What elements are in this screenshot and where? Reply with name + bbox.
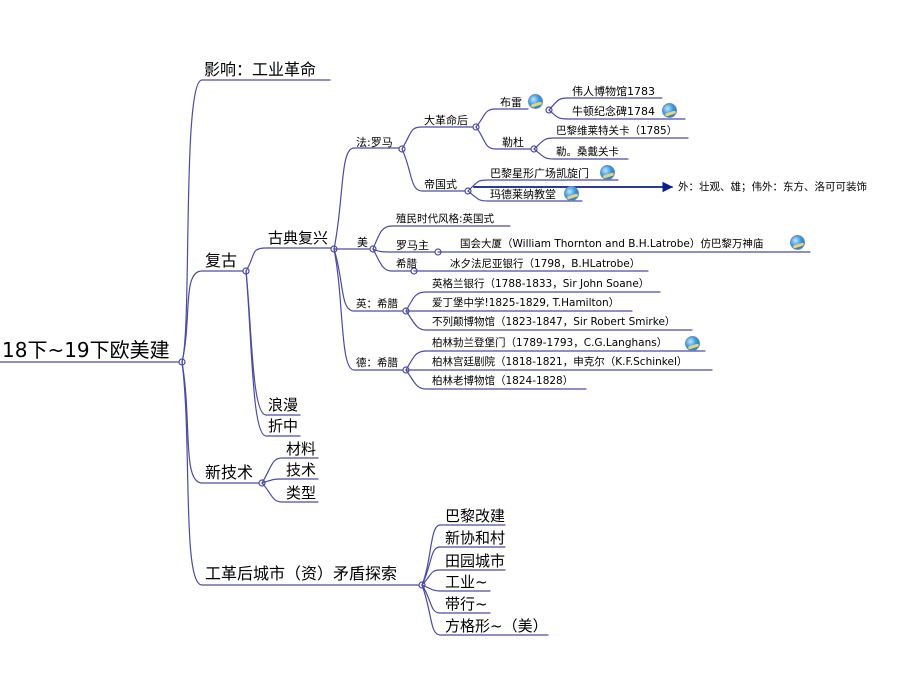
edge-bulei-niudun <box>548 109 686 120</box>
node-fangge[interactable]: 方格形~（美） <box>445 617 548 635</box>
edge-gongge-bali <box>421 524 506 586</box>
globe-icon[interactable] <box>528 94 543 109</box>
globe-icon[interactable] <box>662 103 677 118</box>
edge-diguo-kaixuan <box>467 179 619 192</box>
node-bulei[interactable]: 布雷 <box>500 96 522 109</box>
node-ying[interactable]: 英：希腊 <box>356 298 398 310</box>
node-bali-gai[interactable]: 巴黎改建 <box>445 507 506 525</box>
edge-xinjishu-jishu <box>261 478 319 484</box>
node-bulie[interactable]: 不列颠博物馆（1823-1847，Sir Robert Smirke） <box>432 316 676 328</box>
edge-ledu-bali-vil <box>533 137 689 150</box>
node-madelai[interactable]: 玛德莱纳教堂 <box>490 188 556 201</box>
edge-gudian-de <box>333 248 405 371</box>
node-bolin-gong[interactable]: 柏林宫廷剧院（1818-1821，申克尔（K.F.Schinkel） <box>432 356 688 368</box>
node-ledu[interactable]: 勒杜 <box>502 136 524 149</box>
node-yinglan[interactable]: 英格兰银行（1788-1833，Sir John Soane） <box>432 278 650 290</box>
node-daixing[interactable]: 带行~ <box>445 595 488 613</box>
node-jishu[interactable]: 技术 <box>286 461 317 479</box>
node-bolin-lao[interactable]: 柏林老博物馆（1824-1828） <box>432 375 574 387</box>
edge-fa-dageming <box>401 126 475 150</box>
node-mei[interactable]: 美 <box>357 236 368 249</box>
node-diguo[interactable]: 帝国式 <box>424 178 457 191</box>
node-aiding[interactable]: 爱丁堡中学!1825-1829, T.Hamilton） <box>432 297 620 309</box>
edge-bulei-weiren <box>548 97 663 111</box>
edge-root-fugu <box>181 270 246 363</box>
node-niudun[interactable]: 牛顿纪念碑1784 <box>572 105 655 118</box>
root-node[interactable]: 18下~19下欧美建 <box>2 338 170 362</box>
node-gongye[interactable]: 工业~ <box>445 573 488 591</box>
edge-gudian-fa <box>333 147 401 250</box>
node-bali-vil[interactable]: 巴黎维莱特关卡（1785） <box>556 125 678 137</box>
edge-root-gongge <box>181 361 421 586</box>
edge-diguo-madelai <box>467 190 583 202</box>
edge-xinjishu-leixing <box>261 482 319 503</box>
node-dageming[interactable]: 大革命后 <box>424 114 468 127</box>
edge-gongge-daixing <box>421 584 491 614</box>
node-bolin-bo[interactable]: 柏林勃兰登堡门（1789-1793，C.G.Langhans） <box>432 337 668 349</box>
node-luomazhu[interactable]: 罗马主 <box>396 239 429 252</box>
edge-gongge-fangge <box>421 584 549 636</box>
node-leixing[interactable]: 类型 <box>286 484 317 502</box>
node-xila-mei[interactable]: 希腊 <box>396 258 417 270</box>
edge-fugu-zhezhong <box>245 270 301 437</box>
edge-ying-yinglan <box>405 291 661 312</box>
edge-xinjishu-cailiao <box>261 457 319 484</box>
node-xinjishu[interactable]: 新技术 <box>205 463 254 482</box>
edge-dageming-bulei <box>475 108 529 128</box>
globe-icon[interactable] <box>600 165 615 180</box>
node-wai[interactable]: 外：壮观、雄；伟外：东方、洛可可装饰 <box>678 181 867 193</box>
node-le-sang[interactable]: 勒。桑戴关卡 <box>556 146 619 158</box>
edge-dageming-ledu <box>475 126 533 150</box>
edge-root-yingxiang <box>181 79 331 363</box>
node-bingxi[interactable]: 冰夕法尼亚银行（1798，B.HLatrobe） <box>450 258 641 270</box>
node-kaixuan[interactable]: 巴黎星形广场凯旋门 <box>490 167 589 180</box>
node-tianyuan[interactable]: 田园城市 <box>445 552 506 570</box>
edge-de-bolin-lao <box>405 369 587 390</box>
globe-icon[interactable] <box>790 235 805 250</box>
globe-icon[interactable] <box>685 336 700 351</box>
edge-de-bolin-bo <box>405 350 706 371</box>
node-langman[interactable]: 浪漫 <box>268 396 299 414</box>
edge-mei-xila <box>372 248 413 272</box>
globe-icon[interactable] <box>564 186 579 201</box>
node-weiren[interactable]: 伟人博物馆1783 <box>572 85 655 98</box>
edge-gongge-tianyuan <box>421 569 506 586</box>
node-zhezhong[interactable]: 折中 <box>268 417 299 435</box>
edge-root-xinjishu <box>181 361 261 484</box>
node-guohui[interactable]: 国会大厦（William Thornton and B.H.Latrobe）仿巴… <box>460 238 764 250</box>
node-yingxiang[interactable]: 影响：工业革命 <box>204 60 317 79</box>
node-gudian[interactable]: 古典复兴 <box>268 229 329 247</box>
node-gongge[interactable]: 工革后城市（资）矛盾探索 <box>205 564 398 583</box>
edge-gudian-ying <box>333 248 405 312</box>
node-zhimin[interactable]: 殖民时代风格:英国式 <box>396 213 495 225</box>
edge-fugu-gudian <box>245 247 333 272</box>
edge-mei-zhimin <box>372 225 511 250</box>
node-fa[interactable]: 法:罗马 <box>356 136 393 149</box>
node-cailiao[interactable]: 材料 <box>286 440 317 458</box>
node-xinxie[interactable]: 新协和村 <box>445 529 506 547</box>
edge-gongge-gongye <box>421 584 491 592</box>
edge-mei-luomazhu <box>372 248 437 253</box>
edge-fa-diguo <box>401 148 467 192</box>
edge-gongge-xinxie <box>421 546 506 586</box>
node-fugu[interactable]: 复古 <box>205 251 238 270</box>
node-de[interactable]: 德：希腊 <box>356 357 398 369</box>
edge-ying-bulie <box>405 310 693 331</box>
edge-ledu-le-sang <box>533 148 629 160</box>
